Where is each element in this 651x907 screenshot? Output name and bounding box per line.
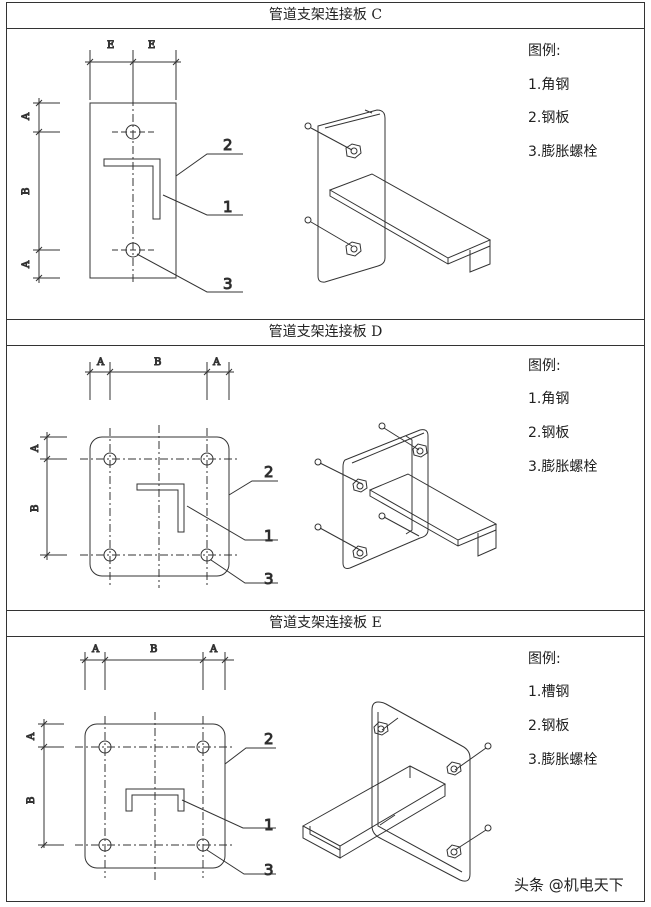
section-e-callouts: 2 1 3 [264,730,275,880]
dim-label: A [96,357,105,368]
section-c-title: 管道支架连接板 C [6,2,645,29]
dim-label: B [26,797,37,804]
legend-item: 1.角钢 [528,391,570,407]
section-d-callouts: 2 1 3 [264,463,275,589]
callout-number: 2 [264,463,274,481]
legend-item: 3.膨胀螺栓 [528,752,598,768]
section-d-title: 管道支架连接板 D [6,319,645,346]
legend-item: 2.钢板 [528,110,570,126]
dim-label: E [107,40,114,51]
callout-number: 3 [223,275,233,293]
section-d-front-view [40,362,278,588]
callout-number: 3 [264,861,274,879]
legend-item: 3.膨胀螺栓 [528,459,598,475]
legend-heading: 图例: [528,43,561,59]
legend-item: 1.槽钢 [528,684,570,700]
section-d-isometric-view [314,422,498,569]
section-e-dim-labels: A B A A B [26,644,219,805]
dim-label: B [21,188,32,195]
dim-label: A [21,112,32,121]
legend-item: 2.钢板 [528,425,570,441]
section-divider [6,319,645,320]
legend-heading: 图例: [528,358,561,374]
watermark-text: 头条 @机电天下 [514,876,624,894]
section-c-callouts: 2 1 3 [223,136,234,294]
legend-item: 2.钢板 [528,718,570,734]
section-c-front-view [33,50,243,293]
callout-number: 3 [264,570,274,588]
section-c-isometric-view [304,109,492,283]
callout-number: 1 [264,527,274,545]
dim-label: A [30,444,41,453]
callout-number: 2 [223,136,233,154]
document-frame [6,2,645,902]
callout-number: 1 [264,816,274,834]
dim-label: A [91,644,100,655]
callout-number: 1 [223,198,233,216]
dim-label: E [148,40,155,51]
callout-number: 2 [264,730,274,748]
dim-label: A [21,260,32,269]
dim-label: B [30,505,41,512]
section-d-dim-labels: A B A A B [30,357,222,513]
dim-label: B [150,644,157,655]
section-e-isometric-view [301,701,492,882]
section-e-title: 管道支架连接板 E [6,610,645,637]
dim-label: A [209,644,218,655]
legend-item: 1.角钢 [528,77,570,93]
section-e-front-view [38,652,276,882]
dim-label: A [26,732,37,741]
section-c-dim-labels: E E A B A [21,40,156,270]
legend-heading: 图例: [528,651,561,667]
dim-label: A [212,357,221,368]
legend-item: 3.膨胀螺栓 [528,144,598,160]
dim-label: B [154,357,161,368]
section-divider [6,610,645,611]
